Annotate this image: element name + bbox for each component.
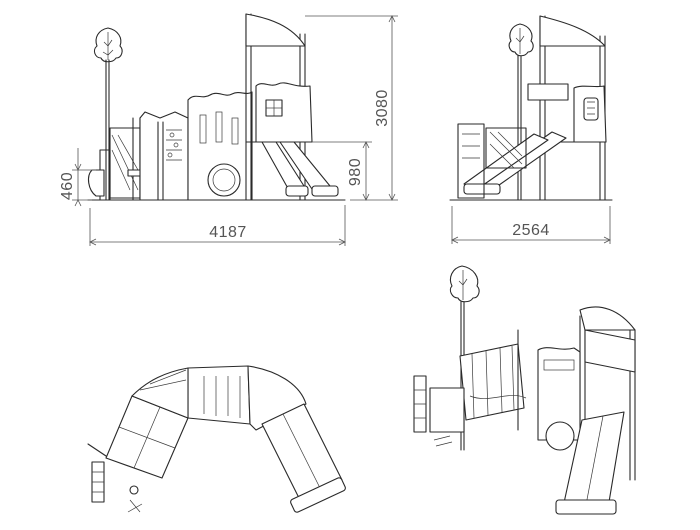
side-dimensions: 2564 — [451, 206, 611, 244]
iso-net-bridge — [459, 329, 527, 431]
iso-slide — [555, 411, 625, 515]
plan-access-ladder — [87, 443, 143, 513]
plan-view — [87, 365, 346, 513]
deck-height-dimension: 460 — [59, 172, 76, 200]
side-tower — [527, 15, 607, 201]
tower-roof — [245, 13, 306, 47]
side-elevation-view: 2564 — [449, 15, 613, 244]
side-width-dimension: 2564 — [512, 222, 550, 239]
front-width-dimension: 4187 — [209, 224, 247, 241]
plan-curved-platforms — [105, 365, 307, 479]
middle-wall-panel — [187, 91, 253, 201]
isometric-view — [413, 265, 636, 515]
iso-entry — [413, 375, 465, 447]
total-height-dimension: 3080 — [374, 89, 391, 127]
side-deck — [457, 123, 527, 199]
tree-panel — [93, 27, 123, 201]
climbing-section — [139, 111, 189, 201]
platform-height-dimension: 980 — [347, 158, 364, 186]
double-slide — [261, 141, 339, 197]
side-slide — [463, 131, 567, 195]
front-elevation-view: 4187 3080 980 460 — [59, 13, 398, 246]
front-dimensions: 4187 3080 980 460 — [59, 15, 398, 246]
iso-tower — [537, 306, 636, 481]
plan-slide — [261, 403, 346, 513]
